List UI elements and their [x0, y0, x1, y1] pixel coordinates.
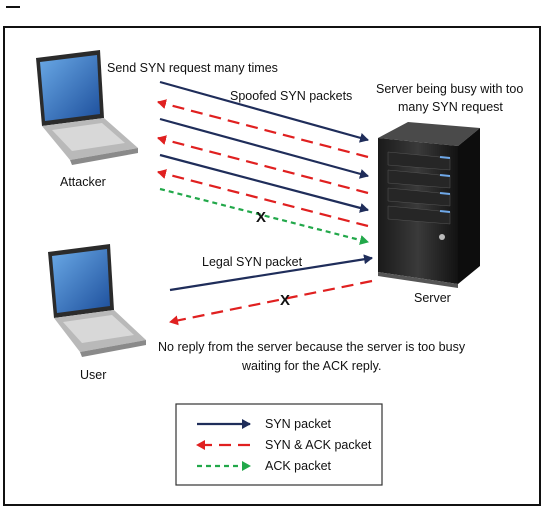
user-laptop-icon [48, 244, 146, 357]
attacker-label: Attacker [60, 175, 106, 189]
syn-arrow-2 [159, 117, 369, 179]
send-syn-label: Send SYN request many times [107, 61, 278, 75]
server-busy-label-line2: many SYN request [398, 100, 503, 114]
server-tower-icon [378, 122, 480, 288]
user-label: User [80, 368, 106, 382]
syn-ack-arrow-2 [157, 135, 369, 195]
blocked-reply-mark: X [280, 292, 290, 309]
attacker-laptop-icon [36, 50, 138, 165]
spoofed-syn-label: Spoofed SYN packets [230, 89, 352, 103]
server-busy-label-line1: Server being busy with too [376, 82, 523, 96]
no-reply-label-line2: waiting for the ACK reply. [241, 359, 381, 373]
legal-syn-label: Legal SYN packet [202, 255, 303, 269]
legend: SYN packet SYN & ACK packet ACK packet [175, 403, 383, 486]
legal-syn-arrow [169, 254, 373, 292]
syn-arrow-3 [159, 153, 369, 213]
corner-mark [6, 0, 20, 8]
syn-ack-arrow-1 [157, 99, 369, 159]
syn-arrow-1 [159, 80, 369, 143]
syn-ack-arrow-3 [157, 169, 369, 228]
server-label: Server [414, 291, 451, 305]
legend-ack-label: ACK packet [265, 459, 332, 473]
blocked-ack-mark: X [256, 209, 266, 226]
no-reply-syn-ack-arrow [169, 279, 373, 326]
legend-syn-ack-label: SYN & ACK packet [265, 438, 372, 452]
no-reply-label-line1: No reply from the server because the ser… [158, 340, 466, 354]
legend-syn-label: SYN packet [265, 417, 332, 431]
